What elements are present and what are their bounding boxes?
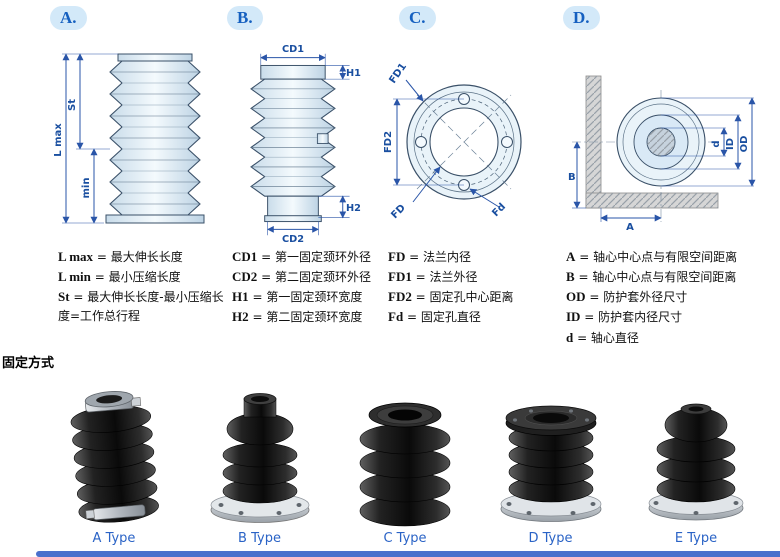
diagram-c-flange: FD2 FD1 FD Fd xyxy=(383,61,522,221)
dim-label-h1: H1 xyxy=(346,68,361,79)
product-d-type: D Type xyxy=(485,370,617,546)
dim-label-cd2: CD2 xyxy=(282,234,304,244)
legend-term: FD2 xyxy=(388,289,412,305)
section-label-b: B. xyxy=(227,6,263,31)
fixing-method-heading: 固定方式 xyxy=(2,356,55,371)
legend-desc: = 法兰内径 xyxy=(409,250,472,264)
legend-term: H2 xyxy=(232,309,249,325)
legend-desc: = 防护套内径尺寸 xyxy=(584,310,683,325)
dim-label-st: St xyxy=(67,99,78,111)
legend-item: CD1 = 第一固定颈环外径 xyxy=(232,247,392,267)
legend-item: L min = 最小压缩长度 xyxy=(58,267,232,287)
product-type-label: C Type xyxy=(383,531,427,546)
legend-desc: = 最大伸长长度 xyxy=(96,250,183,264)
legend-column-length: L max = 最大伸长长度 L min = 最小压缩长度 St = 最大伸长长… xyxy=(58,247,232,326)
legend-item: d = 轴心直径 xyxy=(566,328,780,348)
dim-label-fd1: FD1 xyxy=(387,61,409,85)
section-label-d: D. xyxy=(563,6,600,31)
diagram-d-corner-topview: B A d ID OD xyxy=(568,75,756,232)
legend-term: A xyxy=(566,249,576,264)
legend-desc: = 第二固定颈环外径 xyxy=(261,270,371,285)
dim-label-b: B xyxy=(568,172,576,183)
dim-label-h2: H2 xyxy=(346,203,361,214)
legend-desc: = 第一固定颈环宽度 xyxy=(252,290,363,305)
product-type-label: B Type xyxy=(238,531,281,546)
legend-item: A = 轴心中心点与有限空间距离 xyxy=(566,247,780,267)
legend-item: St = 最大伸长长度-最小压缩长度=工作总行程 xyxy=(58,287,232,326)
product-e-type: E Type xyxy=(630,370,762,546)
legend-column-space: A = 轴心中心点与有限空间距离 B = 轴心中心点与有限空间距离 OD = 防… xyxy=(566,247,780,348)
legend-item: FD = 法兰内径 xyxy=(388,247,558,267)
legend-item: H2 = 第二固定颈环宽度 xyxy=(232,307,392,327)
product-photo-c xyxy=(359,402,451,527)
legend-item: ID = 防护套内径尺寸 xyxy=(566,307,780,327)
legend-term: L min xyxy=(58,269,91,285)
legend-desc: = 最大伸长长度-最小压缩长度=工作总行程 xyxy=(58,290,224,324)
dim-label-a: A xyxy=(626,222,634,232)
legend-desc: = 第二固定颈环宽度 xyxy=(252,310,363,325)
legend-term: H1 xyxy=(232,289,249,305)
legend-item: FD2 = 固定孔中心距离 xyxy=(388,287,558,307)
product-type-label: D Type xyxy=(528,531,573,546)
legend-desc: = 防护套外径尺寸 xyxy=(589,290,688,305)
legend-term: L max xyxy=(58,249,94,264)
footer-bar xyxy=(36,551,780,557)
product-type-label: A Type xyxy=(92,531,136,546)
product-photo-a xyxy=(70,391,159,523)
product-photo-b xyxy=(210,393,309,523)
dim-label-lmax: L max xyxy=(53,123,64,157)
legend-column-collar: CD1 = 第一固定颈环外径 CD2 = 第二固定颈环外径 H1 = 第一固定颈… xyxy=(232,247,392,328)
legend-item: L max = 最大伸长长度 xyxy=(58,247,232,267)
legend-desc: = 轴心中心点与有限空间距离 xyxy=(579,250,738,264)
legend-desc: = 轴心中心点与有限空间距离 xyxy=(578,270,737,285)
legend-desc: = 最小压缩长度 xyxy=(94,270,181,285)
product-photo-e xyxy=(648,403,744,521)
dim-label-fd: FD xyxy=(389,203,407,221)
section-label-c: C. xyxy=(399,6,436,31)
dim-label-od: OD xyxy=(739,136,750,153)
legend-desc: = 法兰外径 xyxy=(415,270,478,285)
section-label-a: A. xyxy=(50,6,87,31)
legend-item: OD = 防护套外径尺寸 xyxy=(566,287,780,307)
legend-term: ID xyxy=(566,309,581,325)
legend-item: Fd = 固定孔直径 xyxy=(388,307,558,327)
diagram-b-bellows-collars: CD1 H1 H2 CD2 xyxy=(250,44,361,244)
legend-term: CD2 xyxy=(232,269,258,285)
legend-term: Fd xyxy=(388,309,404,325)
legend-desc: = 第一固定颈环外径 xyxy=(261,250,371,264)
legend-desc: = 轴心直径 xyxy=(577,330,639,345)
legend-item: FD1 = 法兰外径 xyxy=(388,267,558,287)
legend-term: FD1 xyxy=(388,269,412,285)
legend-term: CD1 xyxy=(232,249,258,264)
legend-term: OD xyxy=(566,289,586,305)
legend-item: H1 = 第一固定颈环宽度 xyxy=(232,287,392,307)
product-photo-d xyxy=(500,405,601,522)
dim-label-min: min xyxy=(81,178,92,199)
product-a-type: A Type xyxy=(48,370,180,546)
dim-label-fd-hole: Fd xyxy=(490,201,508,219)
legend-term: B xyxy=(566,269,575,285)
legend-term: d xyxy=(566,329,574,345)
legend-term: St xyxy=(58,289,70,305)
product-c-type: C Type xyxy=(339,370,471,546)
dim-label-d: d xyxy=(711,140,722,147)
dim-label-id: ID xyxy=(725,138,736,150)
dim-label-fd2: FD2 xyxy=(383,131,394,153)
legend-item: CD2 = 第二固定颈环外径 xyxy=(232,267,392,287)
legend-column-flange: FD = 法兰内径 FD1 = 法兰外径 FD2 = 固定孔中心距离 Fd = … xyxy=(388,247,558,328)
dim-label-cd1: CD1 xyxy=(282,44,304,55)
product-b-type: B Type xyxy=(194,370,326,546)
legend-item: B = 轴心中心点与有限空间距离 xyxy=(566,267,780,287)
product-gallery: A Type B Type xyxy=(0,370,780,546)
legend-desc: = 固定孔中心距离 xyxy=(415,290,514,305)
product-type-label: E Type xyxy=(674,531,718,546)
legend-desc: = 固定孔直径 xyxy=(407,310,481,325)
legend-term: FD xyxy=(388,249,406,264)
diagram-a-bellows-length: L max St min xyxy=(53,53,205,224)
